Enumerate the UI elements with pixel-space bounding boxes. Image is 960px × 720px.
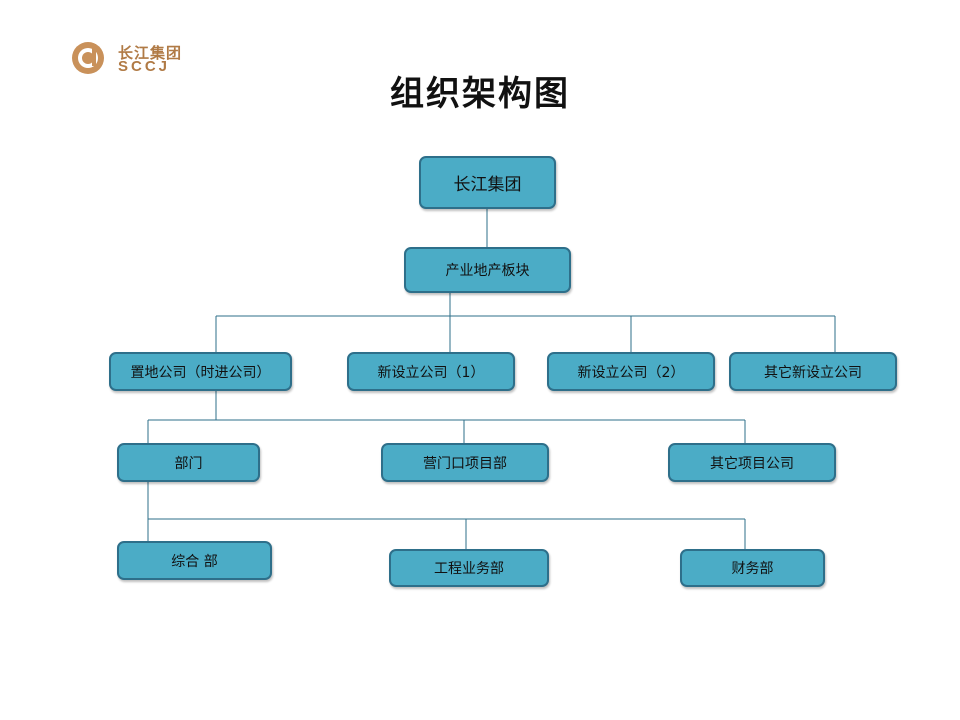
org-node-unit-yingmenkou: 营门口项目部 [381, 443, 549, 482]
logo-english-text: SCCJ [118, 58, 171, 75]
org-node-unit-department: 部门 [117, 443, 260, 482]
company-logo: 长江集团 SCCJ [66, 40, 196, 76]
org-node-unit-other-project: 其它项目公司 [668, 443, 836, 482]
org-node-company-other: 其它新设立公司 [729, 352, 897, 391]
logo-mark-icon [72, 42, 104, 74]
org-node-company-zhidi: 置地公司（时进公司） [109, 352, 292, 391]
org-node-company-new-2: 新设立公司（2） [547, 352, 715, 391]
org-node-industrial-real-estate: 产业地产板块 [404, 247, 571, 293]
page-title: 组织架构图 [390, 74, 570, 114]
logo-chinese-text: 长江集团 [118, 44, 183, 62]
org-node-dept-finance: 财务部 [680, 549, 825, 587]
org-node-dept-general: 综合 部 [117, 541, 272, 580]
org-node-root: 长江集团 [419, 156, 556, 209]
org-node-company-new-1: 新设立公司（1） [347, 352, 515, 391]
org-node-dept-engineering: 工程业务部 [389, 549, 549, 587]
